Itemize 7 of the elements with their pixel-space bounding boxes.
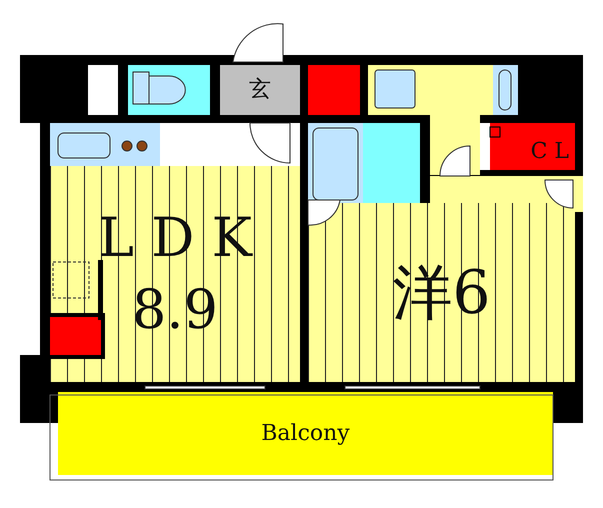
balcony-area <box>58 392 553 475</box>
bedroom-area <box>308 203 575 382</box>
entrance-area <box>220 65 300 115</box>
room-label: 玄 <box>249 79 271 101</box>
room-label: Balcony <box>261 422 350 444</box>
room-label: C L <box>530 140 569 162</box>
closet-area <box>490 123 575 170</box>
